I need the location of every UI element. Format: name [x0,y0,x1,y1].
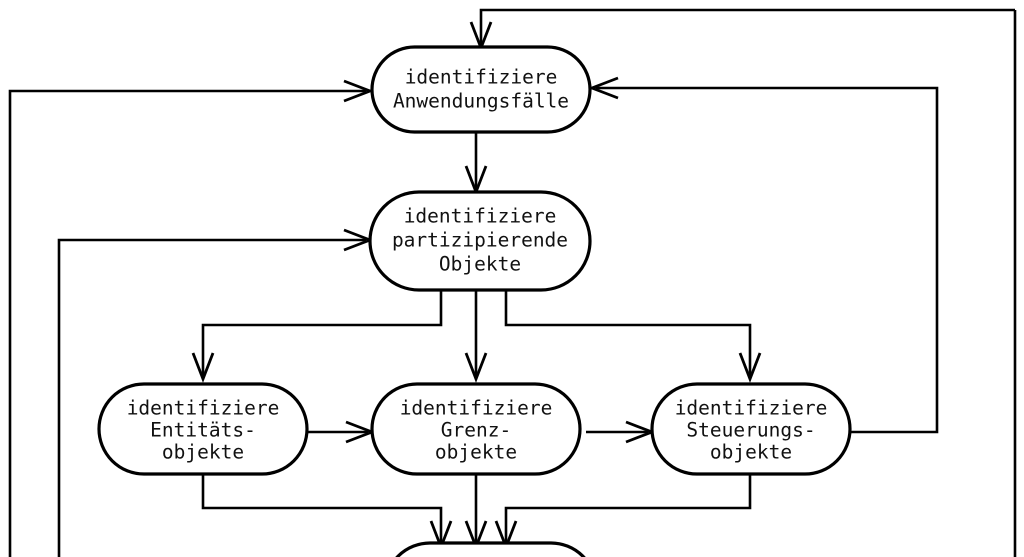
node-boundary-objects[interactable]: identifiziere Grenz- objekte [370,382,582,476]
node-boundary-objects-line3: objekte [435,441,517,464]
edge-control-to-usecases [588,76,939,434]
node-participating-objects-shape[interactable] [368,190,592,292]
node-control-objects-line2: Steuerungs- [686,419,815,442]
edge-feedback-left-outer [8,79,374,557]
node-boundary-objects-line2: Grenz- [441,419,511,442]
edge-participating-to-control [504,290,762,383]
edge-control-to-bottom [494,474,752,551]
node-entity-objects[interactable]: identifiziere Entitäts- objekte [97,382,309,476]
node-control-objects-line1: identifiziere [675,397,828,420]
edge-boundary-to-control [586,420,656,444]
node-participating-objects-line1: identifiziere [404,205,557,228]
edge-boundary-to-bottom [464,474,488,551]
node-entity-objects-line2: Entitäts- [150,419,256,442]
arrowhead-icon [738,352,762,383]
node-entity-objects-line3: objekte [162,441,244,464]
node-boundary-objects-shape[interactable] [370,382,582,476]
node-bottom-partial[interactable] [385,541,596,557]
node-participating-objects-line2: partizipierende [392,229,568,252]
edge-feedback-top [469,8,1015,52]
arrowhead-icon [588,76,619,100]
node-entity-objects-line1: identifiziere [127,397,280,420]
arrowhead-icon [464,352,488,383]
edge-entity-to-boundary [306,420,376,444]
arrowhead-icon [343,79,374,103]
node-use-cases-line2: Anwendungsfälle [393,90,569,113]
node-participating-objects[interactable]: identifiziere partizipierende Objekte [368,190,592,292]
edge-participating-to-entity [191,290,443,383]
node-control-objects-line3: objekte [710,441,792,464]
node-control-objects[interactable]: identifiziere Steuerungs- objekte [650,382,852,476]
node-entity-objects-shape[interactable] [97,382,309,476]
node-use-cases-line1: identifiziere [405,66,558,89]
edge-usecases-to-participating [464,132,488,196]
edge-layer [8,8,1017,557]
node-layer: identifiziere Anwendungsfälle identifizi… [97,45,852,557]
node-use-cases[interactable]: identifiziere Anwendungsfälle [370,45,592,134]
node-use-cases-shape[interactable] [370,45,592,134]
edge-participating-to-boundary [464,290,488,383]
node-control-objects-shape[interactable] [650,382,852,476]
arrowhead-icon [191,352,215,383]
node-participating-objects-line3: Objekte [439,253,521,276]
node-boundary-objects-line1: identifiziere [400,397,553,420]
node-bottom-partial-shape[interactable] [385,541,596,557]
edge-entity-to-bottom [201,474,453,551]
